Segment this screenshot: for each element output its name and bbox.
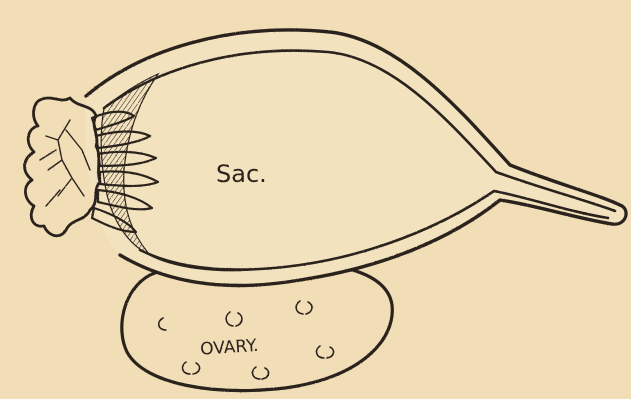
sac-label: Sac. <box>216 160 267 188</box>
ovary-label: OVARY. <box>200 336 260 360</box>
